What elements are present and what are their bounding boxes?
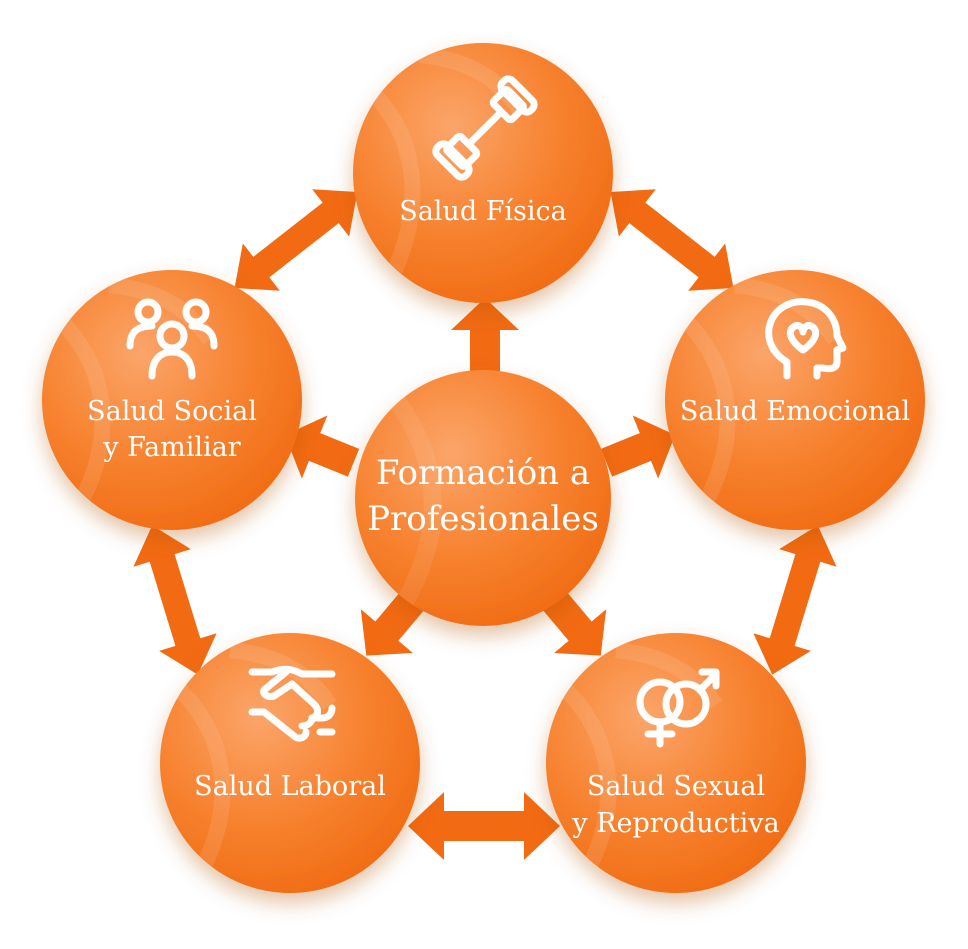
node-social-label-line2: y Familiar bbox=[102, 432, 240, 463]
dumbbell-icon bbox=[432, 75, 538, 181]
arrow-laboral-sexual bbox=[408, 792, 560, 860]
node-laboral-label: Salud Laboral bbox=[194, 771, 386, 802]
arrow-emocional-sexual bbox=[753, 525, 837, 675]
family-group-icon bbox=[126, 298, 218, 380]
node-fisica-label: Salud Física bbox=[399, 196, 567, 227]
arrow-center-social bbox=[284, 415, 360, 479]
arrow-fisica-emocional bbox=[610, 189, 734, 291]
node-salud-sexual: Salud Sexual y Reproductiva bbox=[546, 633, 806, 893]
arrow-center-laboral bbox=[360, 589, 426, 656]
node-salud-social: Salud Social y Familiar bbox=[42, 270, 302, 530]
node-sexual-label-line2: y Reproductiva bbox=[571, 808, 779, 839]
center-title-line2: Profesionales bbox=[367, 499, 599, 539]
head-heart-icon bbox=[765, 298, 847, 380]
arrow-center-fisica bbox=[451, 298, 519, 372]
node-salud-emocional: Salud Emocional bbox=[665, 270, 925, 530]
node-sexual-label-line1: Salud Sexual bbox=[587, 771, 765, 802]
node-emocional-label: Salud Emocional bbox=[680, 396, 910, 427]
gender-symbols-icon bbox=[636, 668, 720, 748]
arrows bbox=[133, 189, 837, 860]
node-salud-fisica: Salud Física bbox=[353, 43, 613, 303]
handshake-icon bbox=[248, 665, 336, 742]
arrow-fisica-social bbox=[234, 189, 358, 291]
arrow-center-emocional bbox=[600, 415, 676, 479]
arrow-center-sexual bbox=[541, 589, 607, 656]
arrow-social-laboral bbox=[133, 525, 217, 675]
node-social-label-line1: Salud Social bbox=[87, 396, 257, 427]
center-title-line1: Formación a bbox=[376, 453, 590, 493]
node-salud-laboral: Salud Laboral bbox=[160, 633, 420, 893]
